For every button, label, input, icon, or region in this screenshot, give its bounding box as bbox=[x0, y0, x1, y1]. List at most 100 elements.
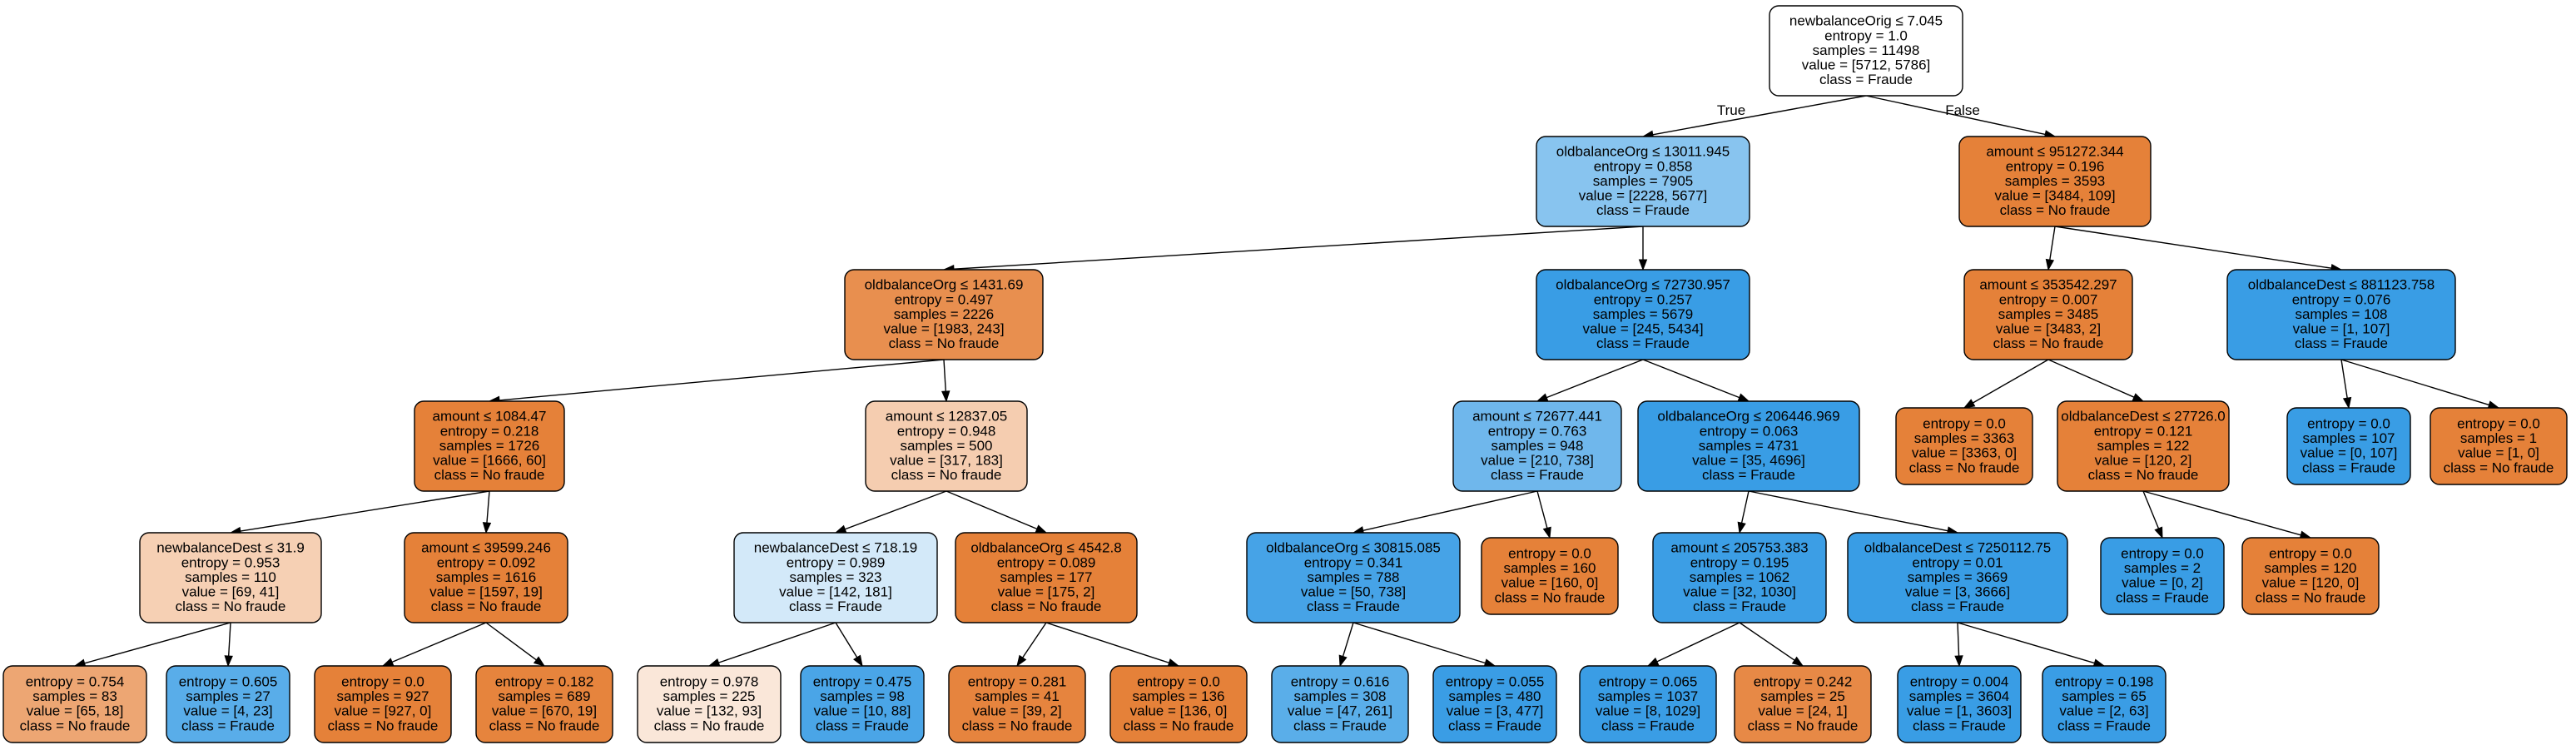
edge-n21-n35 bbox=[1656, 622, 1740, 663]
node-text-line: value = [3, 3666] bbox=[1905, 584, 2010, 600]
node-text-line: value = [1666, 60] bbox=[433, 453, 546, 469]
node-text-line: samples = 948 bbox=[1491, 438, 1583, 454]
node-text-line: newbalanceDest ≤ 31.9 bbox=[156, 540, 305, 556]
edge-arrowhead bbox=[1536, 393, 1549, 402]
node-box bbox=[955, 532, 1138, 623]
node-text-line: class = Fraude bbox=[1448, 718, 1541, 733]
node-text-line: value = [210, 738] bbox=[1481, 453, 1594, 469]
edge-arrowhead bbox=[1167, 658, 1180, 668]
edge-arrowhead bbox=[381, 658, 395, 667]
edge-n0-n2 bbox=[1865, 95, 2046, 136]
node-text-line: entropy = 0.218 bbox=[440, 423, 539, 439]
node-text-line: entropy = 0.978 bbox=[660, 674, 759, 690]
edge-n16-n27 bbox=[391, 622, 487, 663]
edge-arrowhead bbox=[1016, 654, 1027, 668]
edge-arrowhead bbox=[853, 654, 863, 668]
node-text-line: samples = 3604 bbox=[1909, 688, 2010, 704]
node-box bbox=[314, 665, 452, 743]
node-box bbox=[139, 532, 322, 623]
node-text-line: amount ≤ 1084.47 bbox=[433, 409, 547, 425]
node-text-line: samples = 108 bbox=[2295, 306, 2387, 322]
node-text-line: class = No fraude bbox=[991, 598, 1102, 614]
node-text-line: value = [1597, 19] bbox=[429, 584, 543, 600]
edge-n1-n3 bbox=[953, 226, 1644, 270]
node-text-line: value = [1983, 243] bbox=[883, 321, 1004, 337]
node-text-line: samples = 27 bbox=[186, 688, 271, 704]
node-text-line: samples = 160 bbox=[1503, 560, 1596, 576]
node-text-line: class = Fraude bbox=[2116, 589, 2209, 605]
node-text-line: class = Fraude bbox=[2295, 335, 2388, 351]
edge-n7-n15 bbox=[240, 490, 490, 532]
node-text-line: class = No fraude bbox=[1909, 459, 2020, 475]
node-text-line: samples = 177 bbox=[1000, 569, 1092, 585]
node-text-line: entropy = 0.242 bbox=[1754, 674, 1853, 690]
node-text-line: samples = 1062 bbox=[1690, 569, 1790, 585]
node-text-line: class = Fraude bbox=[1293, 718, 1387, 733]
node-text-line: value = [136, 0] bbox=[1130, 703, 1228, 719]
node-text-line: samples = 98 bbox=[820, 688, 905, 704]
node-text-line: class = No fraude bbox=[1124, 718, 1234, 733]
edge-n22-n38 bbox=[1957, 622, 2095, 664]
node-box bbox=[2100, 537, 2225, 615]
edge-n10-n21 bbox=[1740, 490, 1750, 524]
node-text-line: value = [245, 5434] bbox=[1582, 321, 1703, 337]
node-text-line: value = [1, 0] bbox=[2458, 445, 2539, 461]
node-text-line: entropy = 0.063 bbox=[1700, 423, 1799, 439]
node-text-line: entropy = 0.0 bbox=[2269, 546, 2352, 562]
node-text-line: class = No fraude bbox=[2000, 202, 2111, 218]
node-text-line: entropy = 0.989 bbox=[787, 554, 886, 570]
node-text-line: oldbalanceDest ≤ 7250112.75 bbox=[1864, 540, 2052, 556]
node-text-line: entropy = 0.754 bbox=[26, 674, 125, 690]
node-text-line: value = [670, 19] bbox=[492, 703, 597, 719]
node-text-line: value = [35, 4696] bbox=[1692, 453, 1805, 469]
node-text-line: class = No fraude bbox=[434, 467, 545, 483]
node-text-line: samples = 1726 bbox=[439, 438, 540, 454]
node-text-line: value = [3484, 109] bbox=[1994, 188, 2115, 204]
node-text-line: samples = 136 bbox=[1132, 688, 1224, 704]
node-text-line: value = [2228, 5677] bbox=[1579, 188, 1708, 204]
node-text-line: samples = 122 bbox=[2097, 438, 2189, 454]
edge-arrowhead bbox=[1646, 657, 1660, 667]
node-box bbox=[733, 532, 938, 623]
edge-n15-n25 bbox=[84, 622, 231, 664]
node-text-line: samples = 7905 bbox=[1593, 173, 1694, 189]
node-text-line: samples = 110 bbox=[185, 569, 276, 585]
node-text-line: samples = 689 bbox=[498, 688, 590, 704]
node-text-line: class = Fraude bbox=[181, 718, 275, 733]
node-text-line: entropy = 0.281 bbox=[968, 674, 1067, 690]
node-text-line: samples = 25 bbox=[1760, 688, 1845, 704]
node-box bbox=[1109, 665, 1248, 743]
node-text-line: entropy = 0.953 bbox=[181, 554, 280, 570]
edge-n17-n29 bbox=[718, 622, 836, 663]
node-box bbox=[1579, 665, 1717, 743]
node-text-line: class = Fraude bbox=[1913, 718, 2006, 733]
node-text-line: samples = 5679 bbox=[1593, 306, 1694, 322]
edge-n4-n10 bbox=[1642, 359, 1740, 399]
edge-arrowhead bbox=[2342, 396, 2352, 410]
edge-n12-n24 bbox=[2142, 490, 2301, 536]
node-box bbox=[1246, 532, 1461, 623]
node-text-line: samples = 323 bbox=[789, 569, 881, 585]
edge-arrowhead bbox=[1638, 259, 1648, 271]
node-text-line: oldbalanceOrg ≤ 13011.945 bbox=[1556, 144, 1730, 160]
node-text-line: value = [50, 738] bbox=[1301, 584, 1406, 600]
edge-n19-n34 bbox=[1353, 622, 1486, 664]
edge-arrowhead bbox=[2132, 393, 2145, 402]
edge-n17-n30 bbox=[835, 622, 858, 658]
node-box bbox=[1847, 532, 2068, 623]
node-box bbox=[1271, 665, 1409, 743]
node-text-line: value = [1, 107] bbox=[2293, 321, 2390, 337]
node-text-line: entropy = 1.0 bbox=[1824, 27, 1908, 43]
edge-n18-n31 bbox=[1022, 622, 1047, 658]
